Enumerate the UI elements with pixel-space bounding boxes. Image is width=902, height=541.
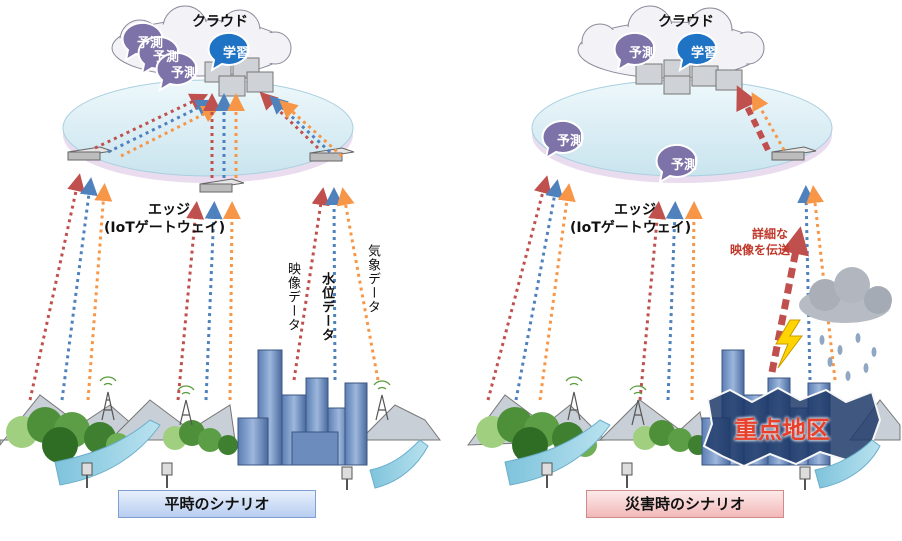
server-rack-icon xyxy=(635,59,743,95)
predict-badge xyxy=(613,31,656,73)
priority-area-label: 重点地区 xyxy=(734,416,830,444)
gateway-to-cloud-arrows xyxy=(736,85,786,152)
cloud-label: クラウド xyxy=(658,14,714,30)
edge-label: エッジ xyxy=(148,202,190,218)
edge-label: (IoTゲートウェイ) xyxy=(570,220,692,236)
city-buildings-icon xyxy=(237,349,368,466)
radio-tower-icon xyxy=(177,385,195,426)
cloud-label: クラウド xyxy=(192,14,248,30)
edge-label: エッジ xyxy=(614,202,656,218)
gateway-to-cloud-arrows xyxy=(94,91,343,178)
predict-label: 予測 xyxy=(557,134,584,149)
learn-label: 学習 xyxy=(223,46,250,61)
radio-tower-icon xyxy=(99,376,117,421)
gateway-device-icon xyxy=(67,146,355,193)
lightning-icon xyxy=(775,319,803,369)
sensor-to-gateway-arrows xyxy=(28,173,380,401)
learn-badge xyxy=(675,31,718,73)
predict-badge xyxy=(155,51,198,93)
predict-badges xyxy=(121,21,718,185)
forest-icon xyxy=(6,407,130,463)
sensor-to-gateway-arrows xyxy=(486,175,837,401)
normal-scenario-label: 平時のシナリオ xyxy=(118,490,316,518)
predict-badge xyxy=(541,119,584,161)
gateway-device-icon xyxy=(771,146,817,161)
predict-label: 予測 xyxy=(671,158,698,173)
river-shape xyxy=(369,439,429,489)
river-shape xyxy=(504,419,611,486)
radio-tower-icon xyxy=(629,385,647,426)
weather-data-label: 気象データ xyxy=(365,244,380,314)
radio-tower-icon xyxy=(373,380,391,421)
water-level-sensor-icon xyxy=(541,462,811,490)
edge-label: (IoTゲートウェイ) xyxy=(104,220,226,236)
detail-label: 詳細な xyxy=(752,227,789,241)
predict-label: 予測 xyxy=(171,66,198,81)
mountain-shape xyxy=(358,404,441,441)
detailed-video-arrow xyxy=(768,226,810,373)
predict-label: 予測 xyxy=(153,50,180,65)
video-data-label: 映像データ xyxy=(285,262,300,332)
predict-badge xyxy=(655,143,698,185)
disaster-scenario-label: 災害時のシナリオ xyxy=(586,490,784,518)
predict-label: 予測 xyxy=(137,36,164,51)
water-data-label: 水位データ xyxy=(319,272,334,342)
predict-label: 予測 xyxy=(629,46,656,61)
learn-label: 学習 xyxy=(691,46,718,61)
detail-label: 映像を伝送 xyxy=(730,243,791,257)
water-level-sensor-icon xyxy=(81,462,353,490)
rain-cloud-icon xyxy=(799,267,892,381)
radio-tower-icon xyxy=(565,376,583,421)
river-shape xyxy=(814,439,881,489)
learn-badge xyxy=(207,31,250,73)
disaster-scenario-panel xyxy=(466,5,901,490)
forest-icon xyxy=(163,420,238,455)
